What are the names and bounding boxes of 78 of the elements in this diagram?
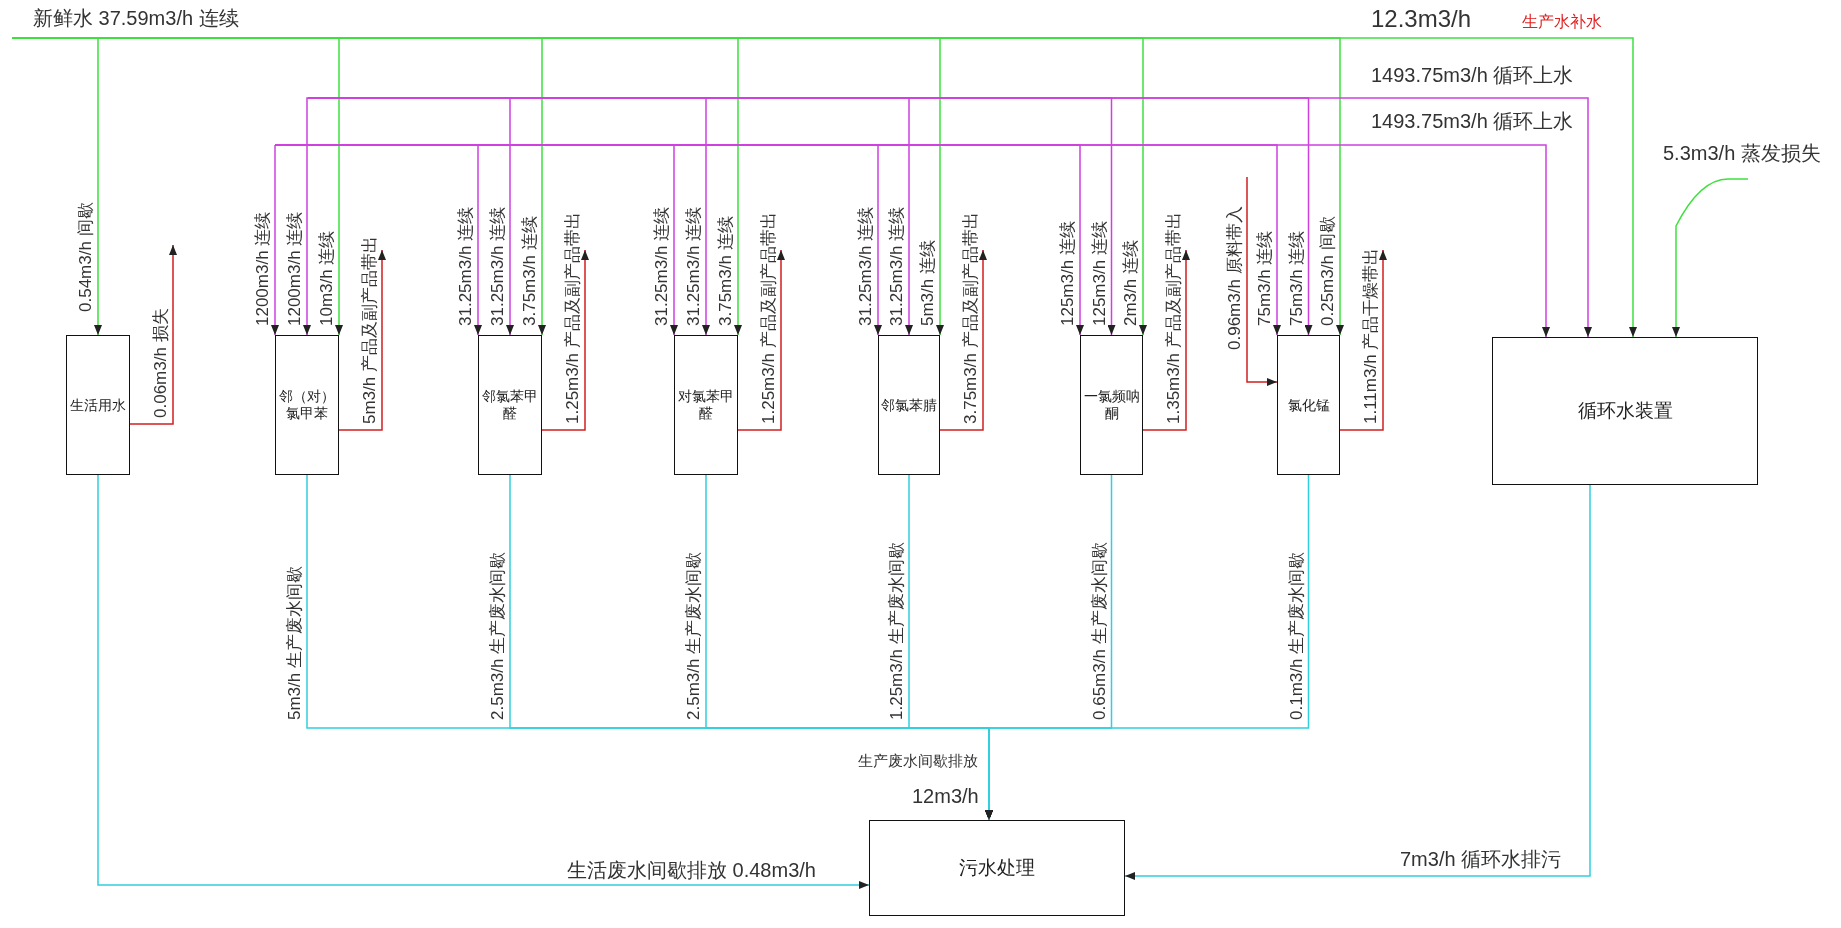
note-text: 生产废水间歇排放 — [858, 752, 978, 770]
edge-label: 1.25m3/h 产品及副产品带出 — [563, 212, 583, 424]
edge-label: 3.75m3/h 产品及副产品带出 — [961, 212, 981, 424]
edge-label: 1.25m3/h 产品及副产品带出 — [759, 212, 779, 424]
box-label: 对氯苯甲醛 — [677, 388, 735, 422]
edge-label: 1.25m3/h 生产废水间歇 — [887, 542, 907, 720]
process-box — [275, 335, 339, 475]
edge-label: 75m3/h 连续 — [1255, 230, 1275, 326]
flow-arrow — [737, 249, 785, 431]
box-label: 污水处理 — [959, 856, 1035, 880]
edge-label: 2.5m3/h 生产废水间歇 — [684, 551, 704, 720]
edge-label: 0.06m3/h 损失 — [151, 308, 171, 418]
note-text: 生产水补水 — [1522, 12, 1602, 32]
edge-label: 12.3m3/h — [1371, 6, 1472, 32]
box-label: 邻氯苯腈 — [881, 396, 937, 414]
edge-label: 1200m3/h 连续 — [253, 211, 273, 326]
edge-label: 31.25m3/h 连续 — [887, 206, 907, 326]
edge-label: 75m3/h 连续 — [1286, 230, 1307, 326]
flow-arrow — [303, 97, 311, 336]
flow-arrow — [939, 249, 987, 431]
box-label: 循环水装置 — [1577, 399, 1673, 423]
edge-label: 0.96m3/h 原料带入 — [1225, 206, 1245, 350]
box-label: 一氯频呐酮 — [1083, 388, 1140, 422]
edge-label: 0.65m3/h 生产废水间歇 — [1089, 542, 1110, 720]
process-box — [1080, 335, 1143, 475]
edge-label: 1200m3/h 连续 — [285, 211, 305, 326]
flow-arrow — [129, 244, 177, 425]
edge-label: 3.75m3/h 连续 — [520, 216, 540, 326]
edge-label: 1.11m3/h 产品干燥带出 — [1361, 247, 1381, 424]
edge-label: 1.35m3/h 产品及副产品带出 — [1164, 212, 1184, 424]
flow-arrow — [338, 249, 386, 431]
edge-label: 31.25m3/h 连续 — [488, 206, 508, 326]
process-box — [878, 335, 940, 475]
process-box — [66, 335, 130, 475]
flow-arrow — [1142, 249, 1190, 431]
flow-arrow — [307, 97, 1592, 338]
box-label: 氯化锰 — [1287, 396, 1330, 414]
edge-label: 0.1m3/h 生产废水间歇 — [1286, 551, 1307, 720]
edge-label: 2m3/h 连续 — [1121, 240, 1141, 326]
edge-label: 7m3/h 循环水排污 — [1400, 847, 1562, 872]
flow-arrow — [1246, 176, 1278, 386]
edge-label: 125m3/h 连续 — [1089, 221, 1110, 326]
edge-label: 生活废水间歇排放 0.48m3/h — [567, 858, 816, 883]
edge-label: 1493.75m3/h 循环上水 — [1371, 63, 1574, 88]
flow-arrow — [1672, 178, 1749, 338]
box-label: 邻氯苯甲醛 — [481, 388, 539, 422]
process-box — [869, 820, 1125, 916]
flow-arrow — [271, 144, 279, 336]
edge-label: 5m3/h 生产废水间歇 — [285, 566, 305, 720]
box-label: 邻（对）氯甲苯 — [278, 388, 336, 422]
process-box — [478, 335, 542, 475]
flow-arrow — [97, 474, 870, 889]
note-text: 新鲜水 37.59m3/h 连续 — [33, 6, 239, 30]
edge-label: 5.3m3/h 蒸发损失 — [1663, 141, 1821, 166]
process-box — [1492, 337, 1758, 485]
edge-label: 1493.75m3/h 循环上水 — [1371, 109, 1574, 134]
box-label: 生活用水 — [70, 396, 126, 414]
edge-label: 3.75m3/h 连续 — [716, 216, 736, 326]
edge-label: 31.25m3/h 连续 — [856, 206, 876, 326]
edge-label: 31.25m3/h 连续 — [456, 206, 476, 326]
flow-arrow — [541, 249, 589, 431]
flow-arrow — [1339, 249, 1387, 431]
edge-label: 5m3/h 产品及副产品带出 — [360, 236, 380, 424]
edge-label: 31.25m3/h 连续 — [652, 206, 672, 326]
flow-arrow — [1124, 484, 1591, 880]
process-box — [1277, 335, 1340, 475]
edge-label: 10m3/h 连续 — [317, 230, 337, 326]
edge-label: 5m3/h 连续 — [918, 240, 938, 326]
note-text: 12m3/h — [912, 784, 979, 808]
edge-label: 125m3/h 连续 — [1058, 221, 1078, 326]
edge-label: 31.25m3/h 连续 — [684, 206, 704, 326]
flow-arrow — [274, 144, 1550, 338]
flow-arrow — [985, 474, 1310, 821]
process-box — [674, 335, 738, 475]
flow-arrow — [11, 37, 1637, 338]
edge-label: 0.54m3/h 间歇 — [76, 202, 96, 312]
edge-label: 0.25m3/h 间歇 — [1318, 216, 1338, 326]
edge-label: 2.5m3/h 生产废水间歇 — [488, 551, 508, 720]
